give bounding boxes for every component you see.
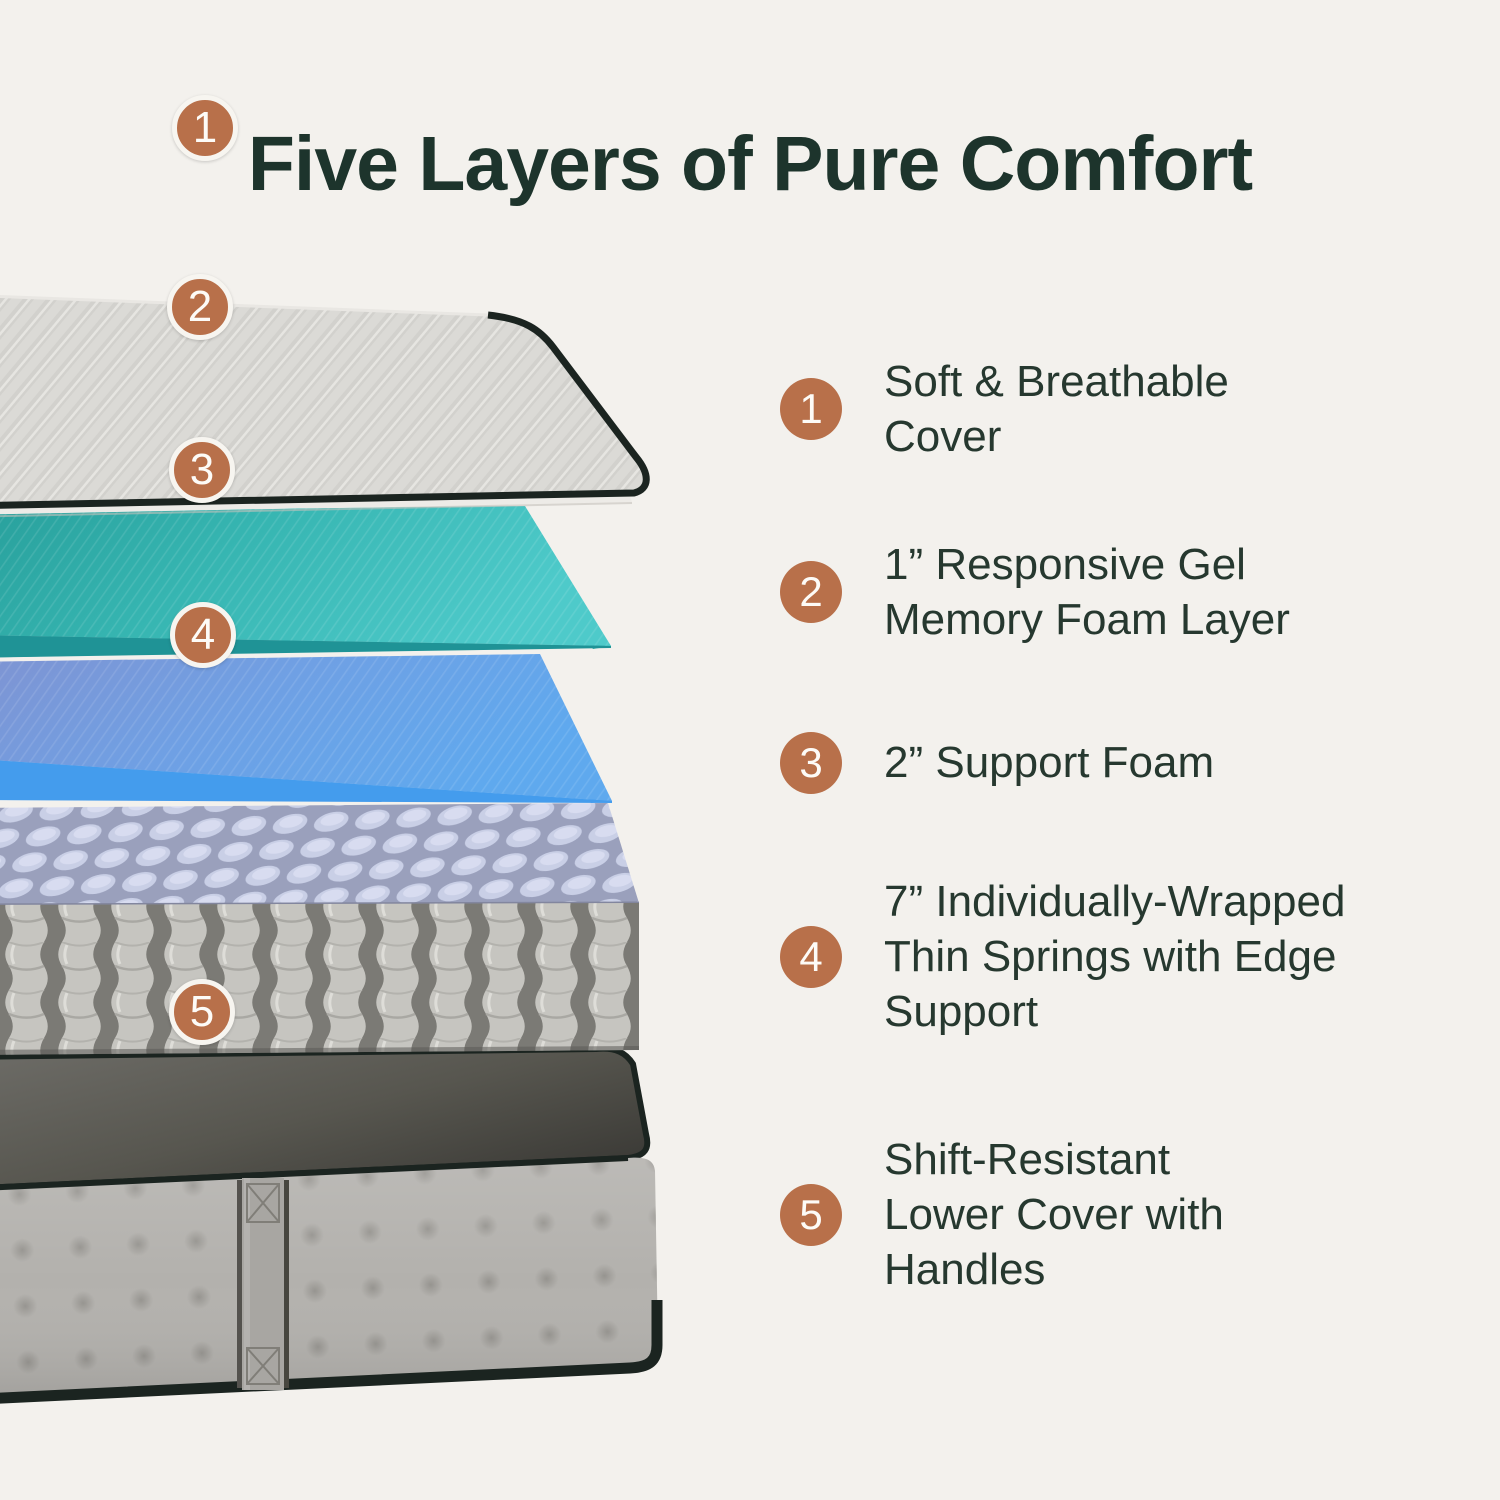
marker-number: 4 — [190, 610, 216, 659]
marker-number: 3 — [189, 445, 215, 494]
mattress-illustration — [0, 295, 663, 1404]
legend-number: 2 — [799, 568, 823, 615]
layer-marker-4: 4 — [170, 602, 236, 668]
marker-number: 5 — [189, 987, 215, 1036]
legend-number: 3 — [799, 739, 823, 786]
page-title: Five Layers of Pure Comfort — [247, 121, 1253, 207]
layer-marker-2: 2 — [167, 274, 233, 340]
layer-marker-1: 1 — [172, 95, 238, 161]
legend-number: 5 — [799, 1191, 823, 1238]
marker-number: 1 — [192, 103, 218, 152]
legend-label-5: Shift-Resistant Lower Cover with Handles — [884, 1135, 1224, 1294]
legend-number: 1 — [799, 385, 823, 432]
legend-badge-3: 3 — [780, 732, 842, 794]
layer-marker-5: 5 — [169, 979, 235, 1045]
legend-label-1: Soft & Breathable Cover — [884, 357, 1229, 461]
legend-badge-5: 5 — [780, 1184, 842, 1246]
layer-gel-memory-foam — [0, 506, 611, 658]
legend-label-4: 7” Individually-Wrapped Thin Springs wit… — [884, 877, 1346, 1036]
marker-number: 2 — [187, 282, 213, 331]
legend-badge-2: 2 — [780, 561, 842, 623]
legend-number: 4 — [799, 933, 823, 980]
layer-support-foam — [0, 654, 612, 803]
handle-strap — [237, 1178, 289, 1390]
legend-badge-4: 4 — [780, 926, 842, 988]
legend-label-2: 1” Responsive Gel Memory Foam Layer — [884, 540, 1290, 644]
legend-badge-1: 1 — [780, 378, 842, 440]
layer-lower-cover — [0, 1045, 663, 1404]
legend-label-3: 2” Support Foam — [884, 738, 1215, 787]
layer-top-cover — [0, 295, 650, 518]
layer-marker-3: 3 — [169, 437, 235, 503]
mattress-diagram — [0, 270, 700, 1470]
layer-springs — [0, 803, 640, 1055]
